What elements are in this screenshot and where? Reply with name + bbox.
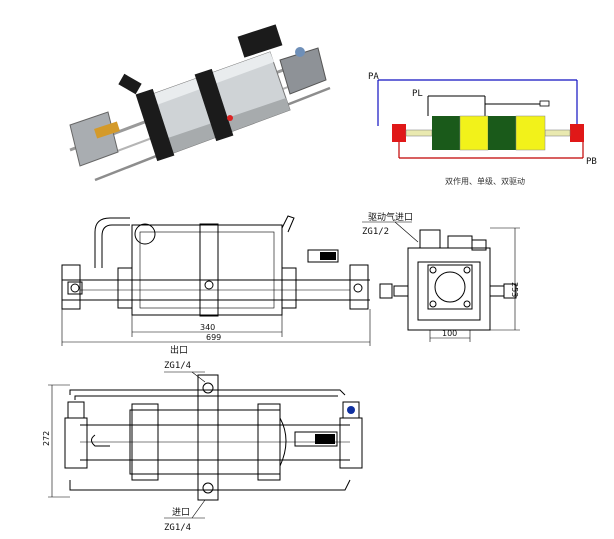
- green-block-1: [432, 116, 460, 150]
- yellow-block-1: [459, 115, 489, 151]
- label-pl: PL: [412, 89, 423, 99]
- red-block-left: [392, 124, 406, 142]
- pneumatic-schematic: PA PL PB 双作用、单级、双驱动: [368, 72, 597, 186]
- dim-side-width: 100: [442, 329, 457, 338]
- label-drive-thread: ZG1/2: [362, 227, 389, 237]
- dim-side-height: 253: [510, 282, 519, 297]
- dim-overall-width: 699: [206, 333, 221, 342]
- label-drive-air-inlet: 驱动气进口: [368, 211, 413, 223]
- label-inlet: 进口: [172, 507, 190, 518]
- label-outlet-thread: ZG1/4: [164, 361, 191, 371]
- schematic-caption: 双作用、单级、双驱动: [445, 176, 525, 186]
- dim-top-height: 272: [42, 431, 51, 446]
- red-block-right: [570, 124, 584, 142]
- side-view-drawing: 驱动气进口 ZG1/2 100 253: [362, 211, 520, 342]
- label-outlet: 出口: [170, 344, 188, 356]
- green-block-2: [488, 116, 516, 150]
- label-pa: PA: [368, 72, 379, 82]
- front-view-drawing: 340 699: [61, 215, 371, 346]
- label-inlet-thread: ZG1/4: [164, 523, 191, 533]
- dim-inner-width: 340: [200, 323, 215, 332]
- product-photo: [69, 24, 331, 182]
- yellow-block-2: [515, 115, 546, 151]
- label-pb: PB: [586, 157, 597, 167]
- top-view-drawing: 出口 ZG1/4 272 进口: [42, 344, 363, 533]
